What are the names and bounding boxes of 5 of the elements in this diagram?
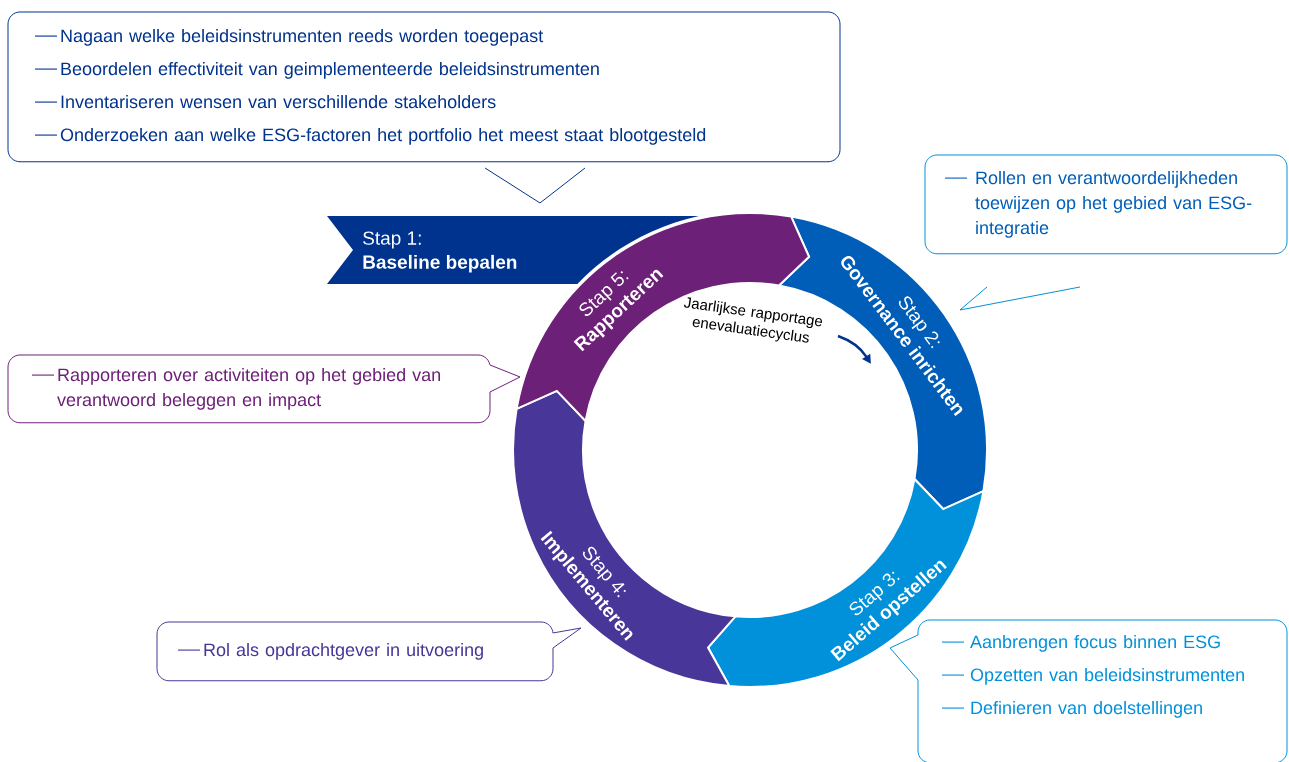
speech-bubble: Aanbrengen focus binnen ESG Opzetten van beleidsinstrumenten Definieren van doelstellingen [889,619,1288,762]
speech-bubble: Rapporteren over activiteiten op het gebied van verantwoord beleggen en impact [7,354,521,424]
speech-bubble: Rol als opdrachtgever in uitvoering [156,621,582,682]
speech-bubble: Rollen en verantwoordelijkheden toewijzen op het gebied van ESG-integratie [924,154,1288,311]
speech-bubble: Nagaan welke beleidsinstrumenten reeds worden toegepast Beoordelen effectiviteit van geimplementeerde beleidsinstrumenten Inventariseren wensen van verschillende stakeholders Onderzoeken aan welke ESG-factoren het portfolio het meest staat blootgesteld [7,11,841,204]
